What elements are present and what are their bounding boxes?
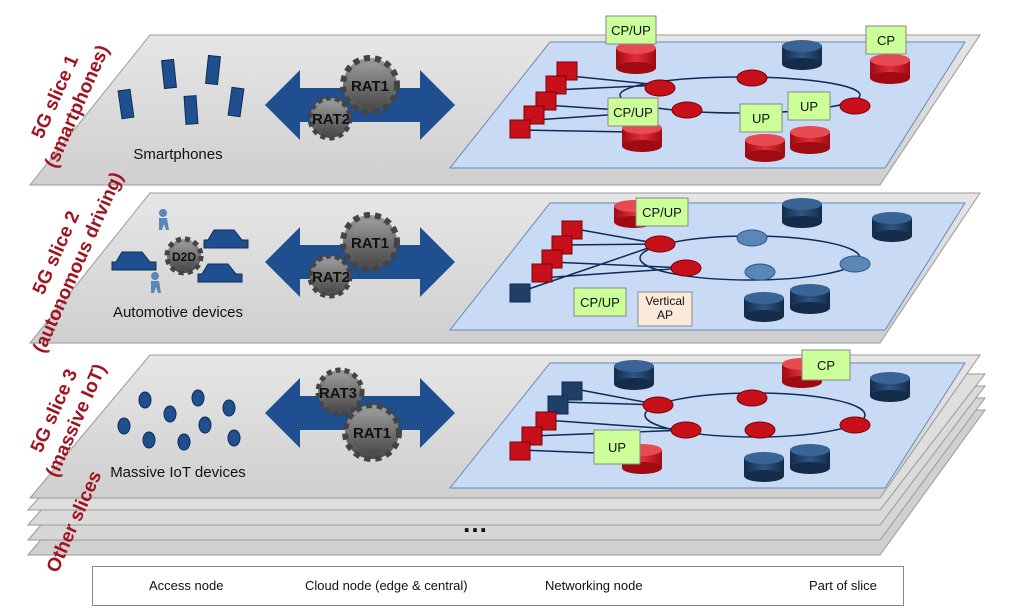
slice-3-rat3-label: RAT3 [319,385,357,402]
gear-icon [307,212,400,299]
slice-3-function-notes [593,349,851,465]
legend-access-node-label: Access node [149,578,224,593]
function-label: UP [752,111,770,126]
slice-1-devices-label: Smartphones [133,146,223,163]
legend-cloud-node-label: Cloud node (edge & central) [305,578,468,593]
slice-2-rat1-label: RAT1 [351,235,389,252]
function-label: CP [877,33,895,48]
function-label: CP [817,358,835,373]
vertical-ap-label: Vertical AP [645,294,685,322]
iot-sensor-icon [117,389,241,451]
access-node-icon [547,381,583,415]
function-label: CP/UP [642,205,682,220]
vertical-ap-box: Vertical AP [645,294,685,322]
d2d-gear-icon [164,236,204,276]
slice-3-devices-label: Massive IoT devices [110,464,246,481]
function-label: CP/UP [613,105,653,120]
slice-1-network-panel [448,41,966,169]
cube-icon [531,220,583,283]
legend: Access node Cloud node (edge & central) … [92,566,904,606]
slice-1-rat1-label: RAT1 [351,78,389,95]
more-slices-ellipsis: … [462,508,490,538]
d2d-label: D2D [172,250,196,264]
slice-2-function-notes [573,197,693,327]
legend-networking-node-label: Networking node [545,578,643,593]
function-label: CP/UP [611,23,651,38]
function-label: CP/UP [580,295,620,310]
function-label: UP [608,440,626,455]
cube-icon [509,411,557,461]
router-icon [644,69,871,119]
access-node-icon [509,283,531,303]
slice-1-rat2-label: RAT2 [312,111,350,128]
slice-2-devices-label: Automotive devices [112,304,244,321]
router-icon [642,389,871,439]
smartphone-icon [117,54,245,125]
router-icon [644,235,702,277]
cylinder-icon [614,198,912,322]
slice-3-rat1-label: RAT1 [353,425,391,442]
function-label: UP [800,99,818,114]
legend-part-of-slice-label: Part of slice [809,578,877,593]
car-icon [111,229,249,283]
cylinder-icon [616,40,910,162]
pedestrian-icon [151,209,169,293]
cube-icon [509,61,578,139]
gear-icon [315,367,402,462]
gear-icon [307,55,400,141]
slice-1-function-notes [605,15,907,133]
networking-node-icon [736,229,871,281]
slice-2-rat2-label: RAT2 [312,269,350,286]
